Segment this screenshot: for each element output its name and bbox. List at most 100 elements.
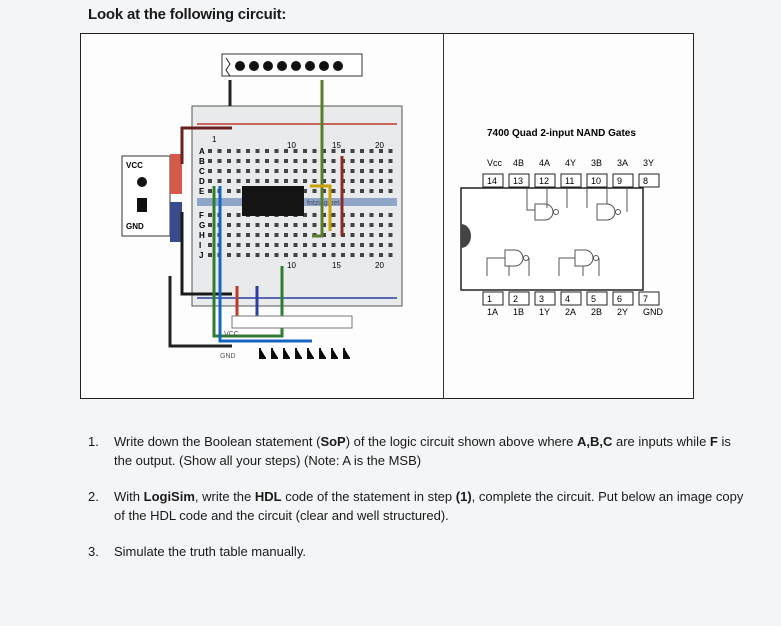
power-module [121, 155, 171, 237]
chip-top-pin: 8 [643, 176, 648, 186]
nand-gates [486, 188, 628, 276]
breadboard-hole [331, 169, 336, 173]
breadboard-hole [369, 233, 374, 237]
breadboard-hole [303, 149, 307, 153]
pin-box [586, 291, 608, 306]
q2-part-c: , write the [194, 489, 255, 504]
breadboard-hole [303, 159, 307, 163]
breadboard-hole [208, 213, 212, 217]
chip-top-label: 4Y [565, 158, 576, 168]
breadboard-hole [227, 243, 231, 247]
q2-part-a: With [114, 489, 144, 504]
breadboard-hole [350, 169, 355, 173]
pin-box [560, 173, 582, 188]
chip-notch [461, 224, 471, 248]
row-letter-i: I [199, 241, 201, 250]
q2-bold-step: (1) [455, 489, 472, 504]
breadboard-hole [274, 169, 279, 173]
dip-switch-dots [235, 61, 343, 71]
question-2: 2. With LogiSim, write the HDL code of t… [88, 487, 748, 525]
chip-body [460, 187, 644, 291]
breadboard-hole [360, 233, 364, 237]
breadboard-hole [236, 243, 241, 247]
breadboard-hole [379, 253, 383, 257]
breadboard-hole [274, 233, 279, 237]
breadboard-hole [388, 223, 393, 227]
row-letter-d: D [199, 177, 205, 186]
q2-bold-logisim: LogiSim [143, 489, 195, 504]
chip-bottom-pin: 7 [643, 294, 648, 304]
breadboard-hole [265, 253, 269, 257]
breadboard-hole [255, 223, 260, 227]
breadboard-hole [274, 223, 279, 227]
vcc-header [170, 154, 182, 194]
row-letter-a: A [199, 147, 205, 156]
figure-divider [443, 33, 444, 399]
q1-part-c: ) of the logic circuit shown above where [345, 434, 577, 449]
chip-bottom-pin: 4 [565, 294, 570, 304]
breadboard-hole [350, 253, 355, 257]
breadboard-hole [255, 233, 260, 237]
q1-part-g: is the output. (Show all your steps) (No… [114, 434, 731, 468]
breadboard-hole [293, 223, 298, 227]
row-letter-h: H [199, 231, 205, 240]
q1-part-e: are inputs while [612, 434, 710, 449]
breadboard-hole [350, 223, 355, 227]
col-label-15: 15 [332, 141, 341, 150]
breadboard-hole [388, 243, 393, 247]
breadboard-hole [350, 159, 355, 163]
row-letter-b: B [199, 157, 205, 166]
breadboard-hole [388, 233, 393, 237]
page-heading: Look at the following circuit: [88, 6, 287, 23]
breadboard-hole [322, 159, 326, 163]
col-label-10-bottom: 10 [287, 261, 296, 270]
pin-box [638, 291, 660, 306]
breadboard-hole [293, 233, 298, 237]
breadboard-hole [350, 179, 355, 183]
breadboard-hole [246, 169, 250, 173]
breadboard-hole [293, 179, 298, 183]
chip-bottom-label: 2Y [617, 307, 628, 317]
chip-bottom-pin: 3 [539, 294, 544, 304]
breadboard-hole [255, 243, 260, 247]
strip-gnd-label: GND [220, 353, 236, 360]
breadboard-hole [303, 253, 307, 257]
breadboard-hole [369, 213, 374, 217]
q1-bold-inputs: A,B,C [576, 434, 613, 449]
breadboard-hole [303, 243, 307, 247]
chip-top-pin: 11 [565, 176, 574, 186]
breadboard-hole [236, 213, 241, 217]
breadboard-hole [379, 189, 383, 193]
breadboard-ic-chip [242, 186, 304, 216]
pin-box [508, 173, 530, 188]
breadboard-hole [236, 233, 241, 237]
breadboard-hole [293, 149, 298, 153]
breadboard-hole [217, 179, 222, 183]
breadboard-hole [255, 179, 260, 183]
breadboard-hole [369, 149, 374, 153]
breadboard-hole [350, 243, 355, 247]
breadboard-hole [293, 253, 298, 257]
chip-top-label: 3Y [643, 158, 654, 168]
breadboard-hole [265, 149, 269, 153]
question-text: Write down the Boolean statement (SoP) o… [114, 432, 748, 470]
chip-bottom-label: 2B [591, 307, 602, 317]
breadboard-hole [236, 253, 241, 257]
breadboard-hole [246, 159, 250, 163]
chip-top-label: 3A [617, 158, 628, 168]
breadboard-diagram: fritzing.net 1 10 15 20 10 15 20 A B C D… [121, 53, 403, 360]
chip-bottom-label: 1A [487, 307, 498, 317]
pin-box [560, 291, 582, 306]
breadboard-hole [246, 149, 250, 153]
breadboard-hole [322, 149, 326, 153]
power-gnd-label: GND [126, 222, 144, 231]
q1-bold-sop: SoP [320, 434, 346, 449]
question-1: 1. Write down the Boolean statement (SoP… [88, 432, 748, 470]
breadboard-hole [331, 253, 336, 257]
breadboard-hole [284, 243, 288, 247]
chip-top-pin: 9 [617, 176, 622, 186]
chip-top-pin: 10 [591, 176, 601, 186]
